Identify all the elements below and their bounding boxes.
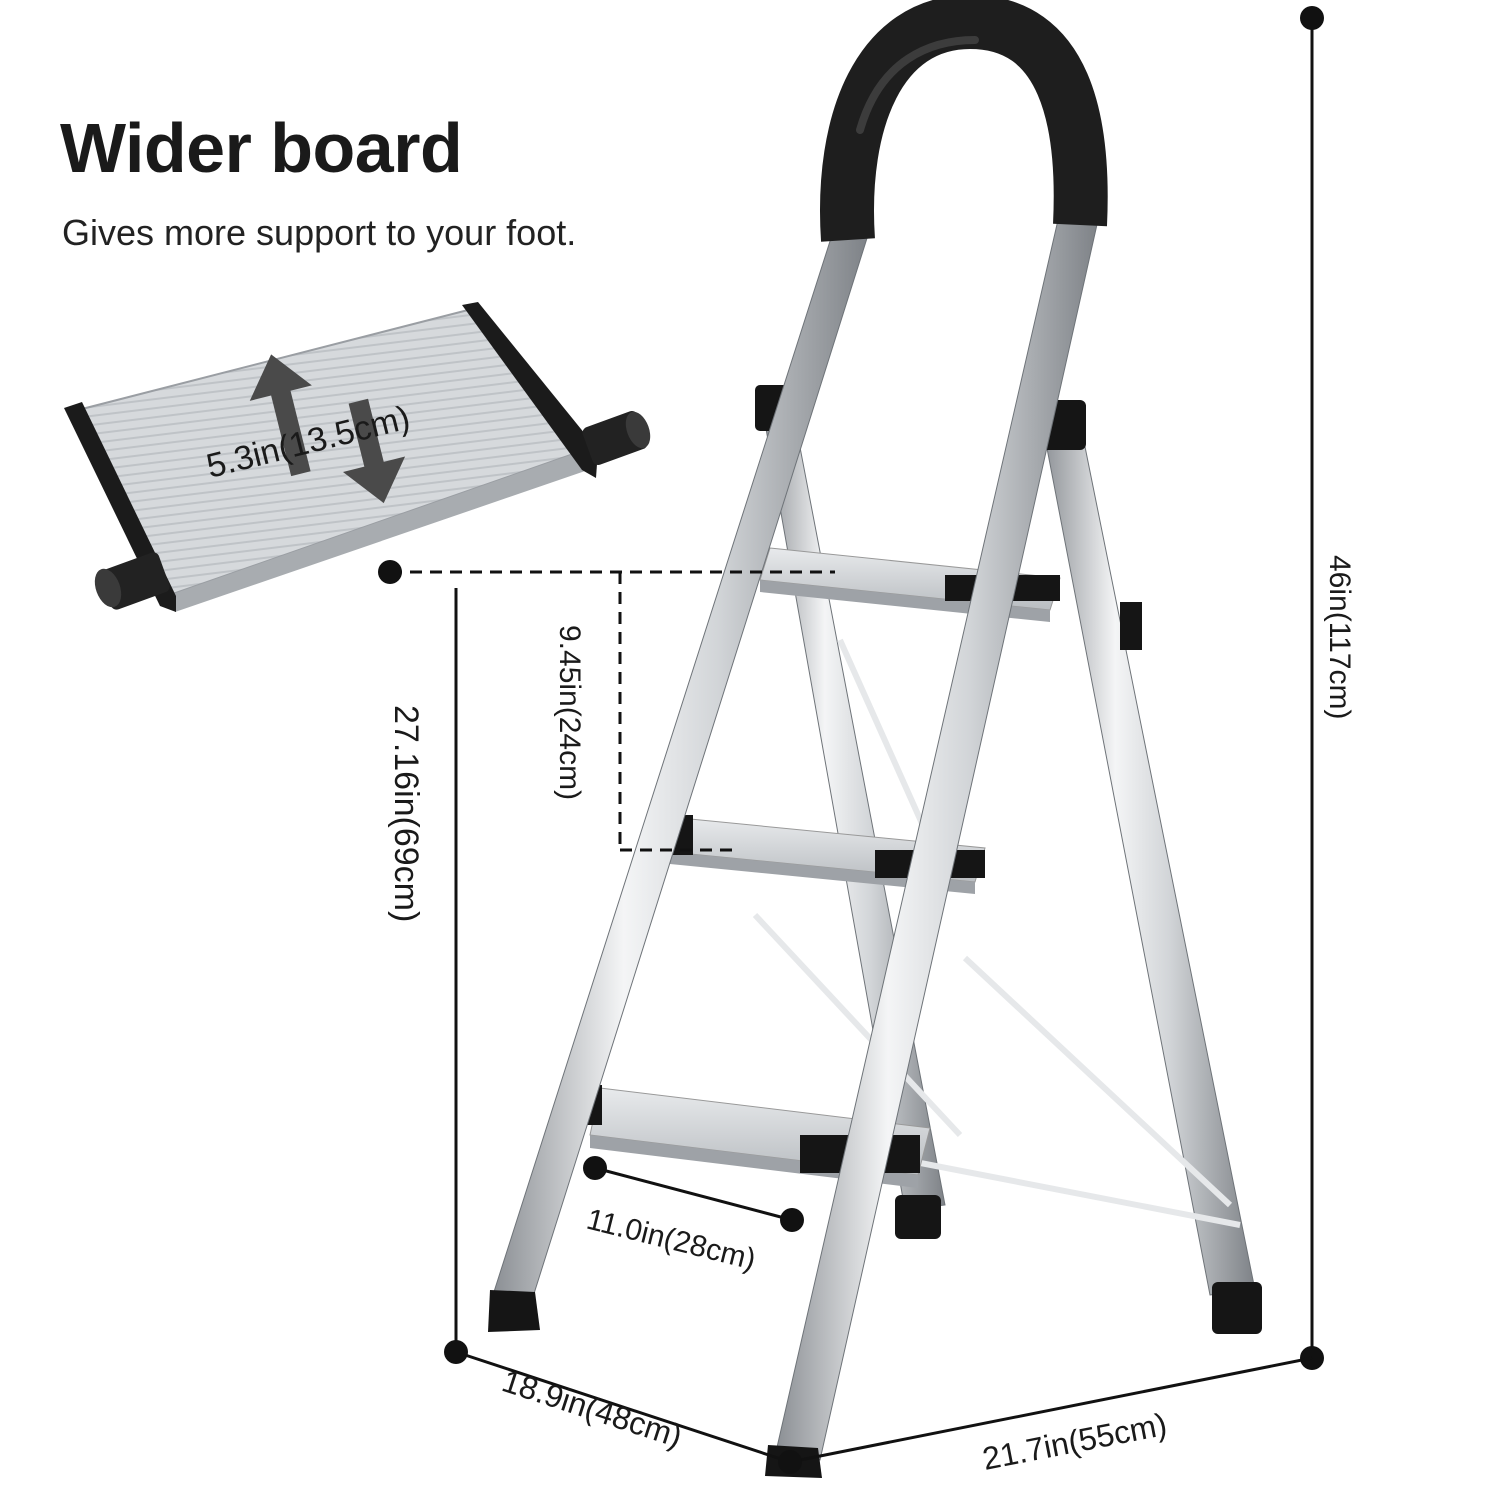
platform-height-label: 27.16in(69cm) [387,705,425,922]
board-pivot-right [582,410,651,466]
handle-grip [820,0,1108,242]
board-front-edge [170,450,588,612]
board-detail: 5.3in(13.5cm) [64,302,651,612]
headline: Wider board [60,109,463,187]
double-arrow-icon [249,354,406,504]
subline: Gives more support to your foot. [62,212,577,253]
base-width-label: 21.7in(55cm) [979,1406,1169,1477]
step-spacing-label: 9.45in(24cm) [553,625,586,800]
board-right-cap [462,302,598,478]
step-depth-label: 11.0in(28cm) [583,1203,759,1277]
total-height-label: 46in(117cm) [1323,555,1356,720]
board-pivot-left [94,552,170,610]
step-ladder [488,0,1262,1478]
dimension-lines [378,6,1324,1474]
base-depth-label: 18.9in(48cm) [498,1362,687,1454]
